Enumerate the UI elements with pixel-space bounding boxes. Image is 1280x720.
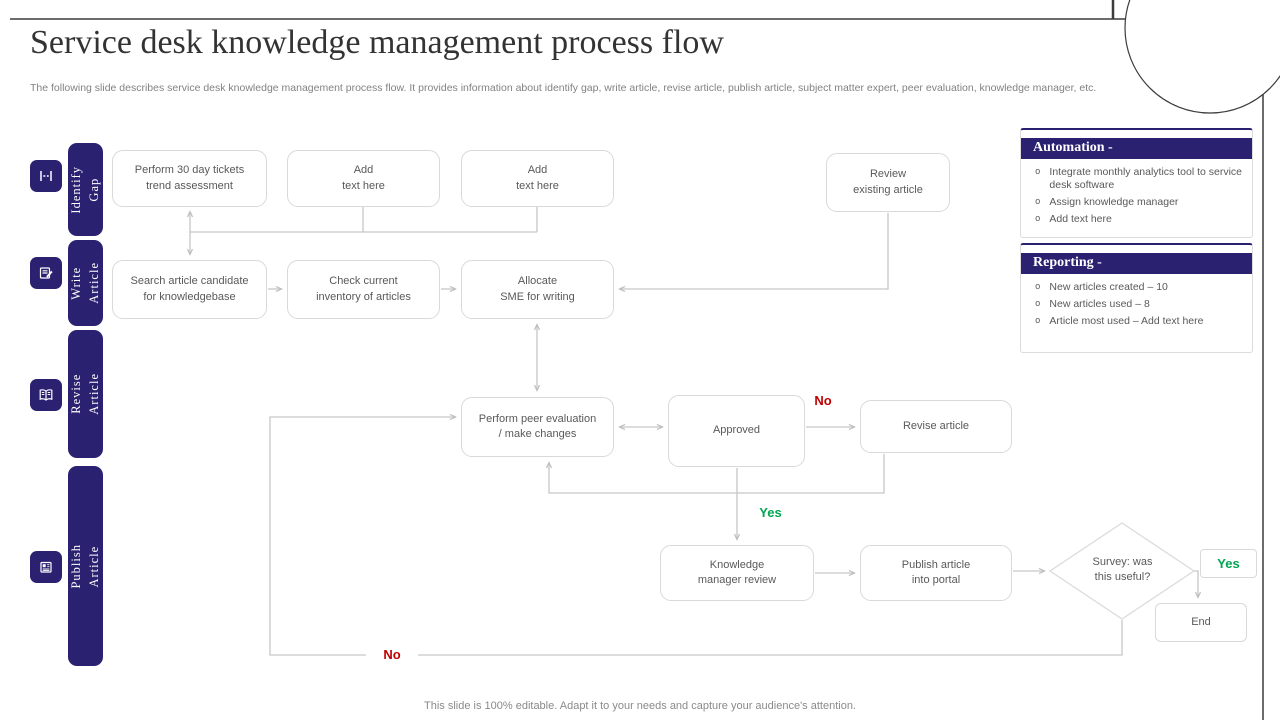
bullet-marker: o — [1035, 167, 1041, 177]
node-review-existing-article: Review existing article — [826, 153, 950, 212]
node-search-article-candidate: Search article candidate for knowledgeba… — [112, 260, 267, 319]
node-end: End — [1155, 603, 1247, 642]
survey-decision-diamond — [1048, 522, 1196, 620]
panel-item: o Integrate monthly analytics tool to ser… — [1029, 166, 1244, 192]
bullet-marker: o — [1035, 299, 1041, 310]
bullet-marker: o — [1035, 214, 1041, 225]
stage-write-article-label: Write Article — [69, 262, 102, 304]
corner-circle-decoration — [1124, 0, 1280, 114]
panel-item: o New articles created – 10 — [1029, 281, 1244, 294]
stage-write-article: Write Article — [68, 240, 103, 326]
automation-panel-title: Automation - — [1021, 138, 1252, 159]
node-add-text-1: Add text here — [287, 150, 440, 207]
branch-label-no-approved: No — [814, 393, 832, 408]
panel-item-text: Integrate monthly analytics tool to serv… — [1049, 166, 1243, 192]
gap-measure-icon — [40, 171, 52, 181]
node-knowledge-manager-review: Knowledge manager review — [660, 545, 814, 601]
automation-panel: Automation - o Integrate monthly analytic… — [1020, 128, 1253, 238]
stage-revise-article: Revise Article — [68, 330, 103, 458]
node-check-inventory: Check current inventory of articles — [287, 260, 440, 319]
automation-panel-list: o Integrate monthly analytics tool to ser… — [1029, 166, 1244, 227]
page-subtitle: The following slide describes service de… — [30, 82, 1097, 94]
panel-item: o New articles used – 8 — [1029, 298, 1244, 311]
stage-publish-article-label: Publish Article — [69, 543, 102, 589]
node-revise-article: Revise article — [860, 400, 1012, 453]
bullet-marker: o — [1035, 282, 1041, 292]
newspaper-icon — [40, 561, 52, 573]
stage-identify-gap: Identify Gap — [68, 143, 103, 236]
panel-item: o Article most used – Add text here — [1029, 315, 1244, 328]
bullet-marker: o — [1035, 197, 1041, 208]
bullet-marker: o — [1035, 316, 1041, 327]
connector-review-b3 — [620, 213, 889, 289]
survey-diamond-label: Survey: was this useful? — [1092, 556, 1153, 584]
panel-item-text: Article most used – Add text here — [1049, 315, 1204, 328]
panel-item: o Assign knowledge manager — [1029, 196, 1244, 209]
panel-item: o Add text here — [1029, 213, 1244, 226]
identify-gap-icon-tile — [30, 160, 62, 192]
node-approved: Approved — [668, 395, 805, 467]
panel-item-text: Assign knowledge manager — [1049, 196, 1179, 209]
branch-label-no-survey: No — [366, 647, 418, 662]
stage-revise-article-label: Revise Article — [69, 373, 102, 415]
stage-identify-gap-label: Identify Gap — [69, 165, 102, 214]
reporting-panel: Reporting - o New articles created – 10 o… — [1020, 243, 1253, 353]
panel-item-text: New articles used – 8 — [1049, 298, 1150, 311]
publish-article-icon-tile — [30, 551, 62, 583]
panel-item-text: New articles created – 10 — [1049, 281, 1168, 293]
connector-survey-no-loop — [269, 417, 1123, 656]
stage-publish-article: Publish Article — [68, 466, 103, 666]
revise-article-icon-tile — [30, 379, 62, 411]
panel-item-text: Add text here — [1049, 213, 1112, 226]
branch-label-yes-approved: Yes — [759, 505, 782, 520]
node-perform-30day-assessment: Perform 30 day tickets trend assessment — [112, 150, 267, 207]
reporting-panel-title: Reporting - — [1021, 253, 1252, 274]
open-book-icon — [39, 389, 53, 401]
node-peer-evaluation: Perform peer evaluation / make changes — [461, 397, 614, 457]
node-allocate-sme: Allocate SME for writing — [461, 260, 614, 319]
page-title: Service desk knowledge management proces… — [30, 24, 724, 61]
connector-addtext-bus — [190, 207, 538, 233]
slide-footer-note: This slide is 100% editable. Adapt it to… — [424, 700, 856, 712]
write-article-icon-tile — [30, 257, 62, 289]
branch-label-yes-survey: Yes — [1200, 549, 1257, 578]
connector-revise-c1 — [549, 454, 885, 494]
connector-survey-end — [1194, 570, 1198, 597]
write-document-icon — [39, 267, 53, 279]
node-publish-into-portal: Publish article into portal — [860, 545, 1012, 601]
node-add-text-2: Add text here — [461, 150, 614, 207]
